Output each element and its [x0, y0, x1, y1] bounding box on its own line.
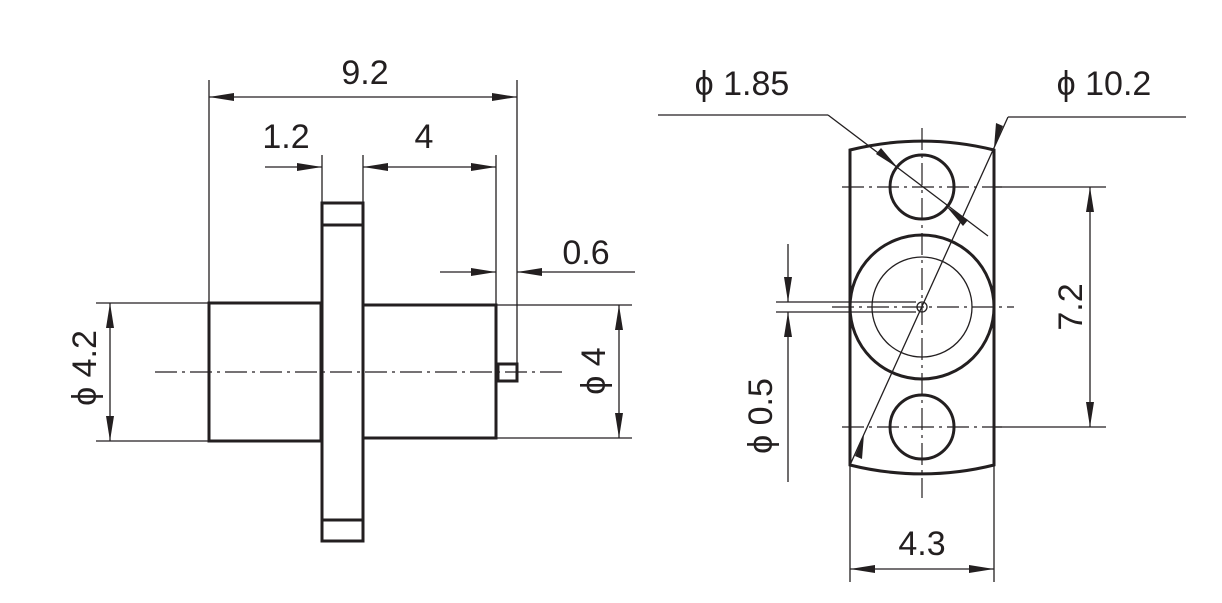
label-rear-diameter: ϕ 4.2 [66, 330, 104, 406]
arrow-hole-diameter-upper [876, 148, 898, 168]
arrow-overall-left [209, 93, 234, 101]
arrow-rear-bottom [106, 416, 114, 441]
front-view: 7.2 4.3 ϕ 0.5 ϕ 1.85 ϕ 10.2 [658, 65, 1186, 582]
arrow-flange-diameter-bottom [855, 434, 864, 459]
leader-flange-diagonal [849, 116, 1009, 466]
label-hole-spacing: 7.2 [1052, 283, 1090, 330]
arrow-pin-diameter-top [784, 277, 792, 302]
label-flange-thickness: 1.2 [262, 118, 309, 156]
arrow-flange-left [297, 163, 322, 171]
arrow-overall-right [492, 93, 517, 101]
label-pin-diameter: ϕ 0.5 [742, 378, 780, 454]
label-overall-length: 9.2 [341, 54, 388, 92]
arrow-hole-diameter-lower [946, 206, 968, 226]
label-hole-diameter: ϕ 1.85 [695, 65, 790, 103]
arrow-spacing-top [1086, 187, 1094, 212]
label-flange-width: 4.3 [898, 525, 945, 563]
arrow-pin-right [517, 268, 542, 276]
arrow-width-left [850, 565, 875, 573]
front-body-outline [361, 303, 498, 440]
arrow-flange-diameter-top [994, 123, 1003, 148]
arrow-pin-diameter-bottom [784, 312, 792, 337]
label-body-length: 4 [415, 118, 434, 156]
label-front-diameter: ϕ 4 [575, 347, 613, 394]
arrow-front-bottom [615, 413, 623, 438]
arrow-spacing-bottom [1086, 402, 1094, 427]
label-pin-length: 0.6 [562, 234, 609, 272]
arrow-pin-left [471, 268, 496, 276]
arrow-width-right [969, 565, 994, 573]
arrow-body-right [471, 163, 496, 171]
label-flange-diameter: ϕ 10.2 [1057, 65, 1152, 103]
side-view: 9.2 1.2 4 0.6 ϕ 4.2 ϕ 4 [66, 54, 635, 543]
arrow-rear-top [106, 303, 114, 328]
arrow-front-top [615, 305, 623, 330]
